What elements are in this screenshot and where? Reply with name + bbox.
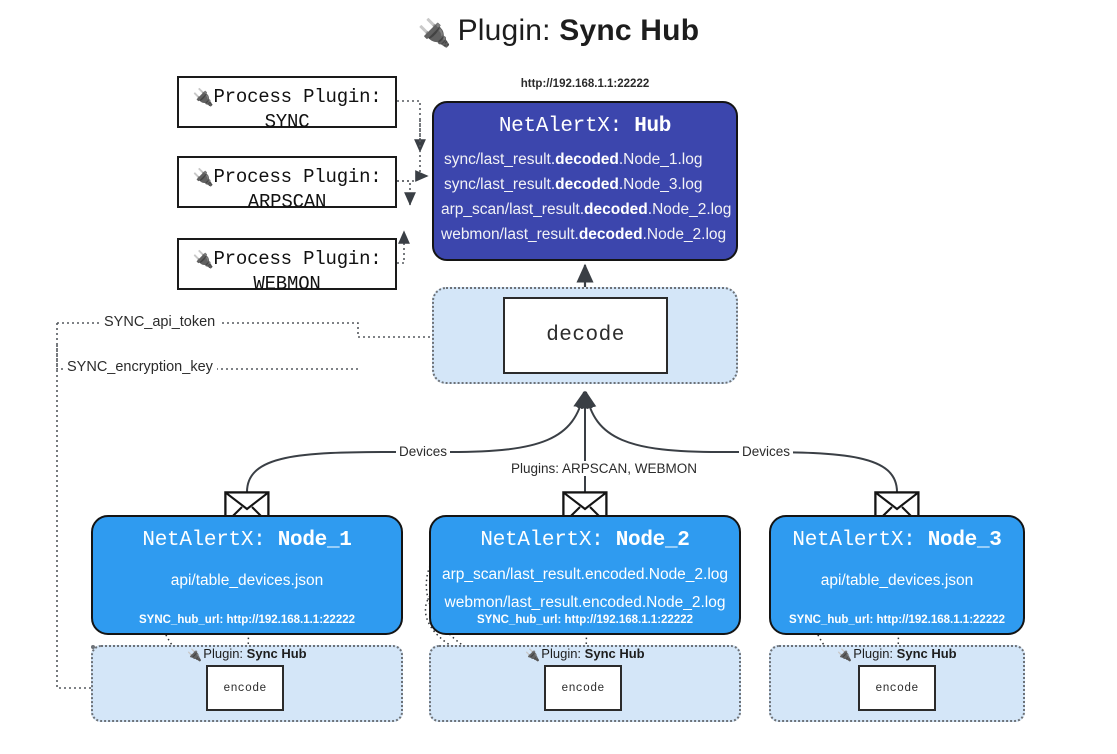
node-title-name: Node_1 [277,529,352,552]
hub-log-pre: arp_scan/last_result. [441,201,585,219]
process-plugin-label: Process Plugin: [213,86,382,108]
encode-box-node-3[interactable]: encode [858,665,936,711]
plugin-tag-prefix: Plugin: [853,646,897,661]
process-plugin-box-webmon[interactable]: 🔌Process Plugin: WEBMON [177,238,397,295]
hub-log-strong: decoded [555,151,619,168]
encode-label: encode [223,681,267,695]
encode-box-node-2[interactable]: encode [544,665,622,711]
page-title-prefix: Plugin: [457,14,560,47]
process-plugin-box-sync[interactable]: 🔌Process Plugin: SYNC [177,76,397,133]
hub-card[interactable]: NetAlertX: Hub sync/last_result.decoded.… [432,101,738,261]
process-plugin-name: WEBMON [253,273,321,296]
plugin-tag-name: Sync Hub [584,646,645,661]
plug-icon: 🔌 [525,648,541,662]
node-1-plugin-tag: 🔌Plugin: Sync Hub [91,646,403,662]
plug-icon: 🔌 [417,18,452,48]
plugin-tag-name: Sync Hub [246,646,307,661]
page-title: 🔌Plugin: Sync Hub [0,14,1117,49]
node-title-name: Node_3 [927,529,1002,552]
node-2-plugin-tag: 🔌Plugin: Sync Hub [429,646,741,662]
node-title-prefix: NetAlertX: [792,529,928,552]
hub-log-line: sync/last_result.decoded.Node_1.log [434,147,736,172]
plugin-tag-name: Sync Hub [896,646,957,661]
decode-box[interactable]: decode [503,297,668,374]
plugin-tag-prefix: Plugin: [203,646,247,661]
hub-log-pre: sync/last_result. [444,151,556,168]
node-card-node-2[interactable]: NetAlertX: Node_2 arp_scan/last_result.e… [429,515,741,635]
hub-url-label: http://192.168.1.1:22222 [520,78,650,90]
hub-log-line: arp_scan/last_result.decoded.Node_2.log [434,197,736,222]
node-resource-line: api/table_devices.json [820,572,974,589]
plug-icon: 🔌 [192,168,214,188]
encode-label: encode [561,681,605,695]
hub-title: NetAlertX: Hub [434,115,736,138]
page-title-name: Sync Hub [559,14,700,47]
node-card-node-3[interactable]: NetAlertX: Node_3 api/table_devices.json… [769,515,1025,635]
process-plugin-box-arpscan[interactable]: 🔌Process Plugin: ARPSCAN [177,156,397,213]
hub-log-post: .Node_1.log [618,151,703,168]
secret-label-api-token: SYNC_api_token [100,314,220,330]
hub-log-line: sync/last_result.decoded.Node_3.log [434,172,736,197]
plug-icon: 🔌 [187,648,203,662]
node-resource-line: arp_scan/last_result.encoded.Node_2.log [441,566,729,583]
hub-log-post: .Node_3.log [618,176,703,194]
node-title: NetAlertX: Node_1 [93,529,401,552]
process-plugin-label: Process Plugin: [213,166,382,188]
decode-label: decode [546,324,625,347]
node-3-plugin-tag: 🔌Plugin: Sync Hub [769,646,1025,662]
node-resource-line: webmon/last_result.encoded.Node_2.log [444,594,726,612]
node-title-prefix: NetAlertX: [480,529,616,552]
secret-label-encryption-key: SYNC_encryption_key [63,359,217,375]
edge-label-devices-right: Devices [739,444,794,459]
hub-log-strong: decoded [578,226,643,244]
node-footer: SYNC_hub_url: http://192.168.1.1:22222 [476,614,694,626]
hub-log-strong: decoded [584,201,648,219]
hub-title-prefix: NetAlertX: [498,115,635,138]
encode-box-node-1[interactable]: encode [206,665,284,711]
encode-label: encode [875,681,919,695]
node-footer: SYNC_hub_url: http://192.168.1.1:22222 [788,614,1006,626]
plug-icon: 🔌 [192,88,214,108]
edge-label-plugins-center: Plugins: ARPSCAN, WEBMON [508,461,701,476]
node-title: NetAlertX: Node_3 [771,529,1023,552]
process-plugin-label: Process Plugin: [213,248,382,270]
node-title-prefix: NetAlertX: [142,529,278,552]
plugin-tag-prefix: Plugin: [541,646,585,661]
node-card-node-1[interactable]: NetAlertX: Node_1 api/table_devices.json… [91,515,403,635]
node-resource-line: api/table_devices.json [170,572,324,589]
process-plugin-name: SYNC [264,111,310,134]
node-title-name: Node_2 [615,529,690,552]
hub-log-strong: decoded [555,176,619,194]
plug-icon: 🔌 [192,250,214,270]
hub-log-post: .Node_2.log [647,201,732,219]
hub-log-line: webmon/last_result.decoded.Node_2.log [434,222,736,247]
node-title: NetAlertX: Node_2 [431,529,739,552]
plug-icon: 🔌 [837,648,853,662]
hub-title-name: Hub [634,115,672,138]
process-plugin-name: ARPSCAN [247,191,327,214]
hub-log-post: .Node_2.log [642,226,727,244]
hub-log-pre: webmon/last_result. [441,226,579,244]
hub-log-pre: sync/last_result. [444,176,556,194]
node-3-plugin-panel [91,645,95,649]
edge-label-devices-left: Devices [396,444,451,459]
node-footer: SYNC_hub_url: http://192.168.1.1:22222 [138,614,356,626]
